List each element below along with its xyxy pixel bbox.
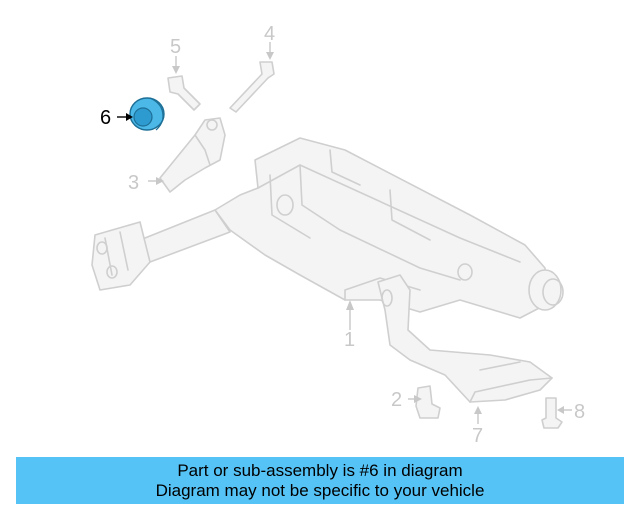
banner-line-1: Part or sub-assembly is #6 in diagram xyxy=(177,460,463,480)
callout-4: 4 xyxy=(264,23,275,45)
callout-5: 5 xyxy=(170,36,181,58)
callout-1: 1 xyxy=(344,329,355,351)
bushing-part-highlighted[interactable] xyxy=(129,97,165,131)
info-banner: Part or sub-assembly is #6 in diagram Di… xyxy=(16,457,624,504)
short-bolt-part[interactable] xyxy=(167,75,201,111)
tilt-lever-part[interactable] xyxy=(377,274,553,403)
steering-column-part[interactable] xyxy=(91,137,564,319)
callout-2: 2 xyxy=(391,389,402,411)
callout-arrows xyxy=(117,42,572,424)
callout-8: 8 xyxy=(574,401,585,423)
callout-7: 7 xyxy=(472,425,483,447)
bolt-8-part[interactable] xyxy=(541,397,563,429)
callout-3: 3 xyxy=(128,172,139,194)
banner-line-2: Diagram may not be specific to your vehi… xyxy=(155,480,485,500)
long-bolt-part[interactable] xyxy=(229,61,275,113)
bolt-2-part[interactable] xyxy=(415,385,441,419)
callout-6: 6 xyxy=(100,107,111,129)
bracket-part[interactable] xyxy=(159,117,226,193)
